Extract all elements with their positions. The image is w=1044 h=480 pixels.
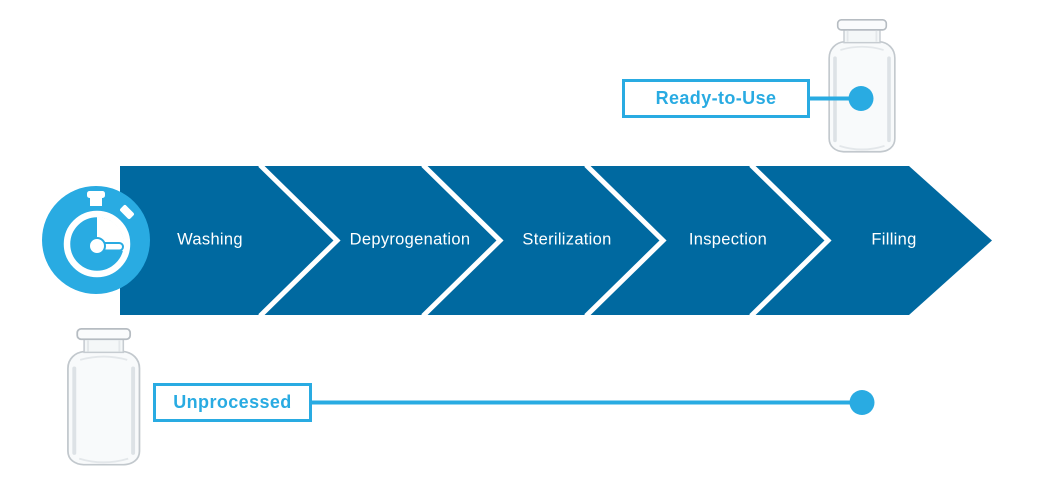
stage-label-filling: Filling — [871, 230, 917, 249]
stage-label-sterilization: Sterilization — [522, 230, 612, 249]
ready-to-use-vial-image — [827, 18, 897, 154]
process-arrow-banner — [120, 166, 992, 315]
unprocessed-label-box: Unprocessed — [153, 383, 312, 422]
chevron-divider-1 — [258, 163, 341, 318]
unprocessed-dot — [849, 390, 875, 415]
chevron-divider-2 — [421, 163, 504, 318]
stage-label-depyrogenation: Depyrogenation — [349, 230, 471, 249]
stopwatch-badge — [42, 186, 150, 294]
ready-to-use-label: Ready-to-Use — [655, 88, 777, 108]
unprocessed-vial-image — [65, 326, 142, 467]
stage-label-washing: Washing — [177, 230, 243, 249]
stopwatch-icon — [63, 191, 134, 278]
chevron-divider-4 — [749, 163, 832, 318]
ready-to-use-dot — [848, 86, 874, 111]
ready-to-use-label-box: Ready-to-Use — [622, 79, 810, 118]
unprocessed-label: Unprocessed — [173, 392, 292, 412]
stage-label-inspection: Inspection — [688, 230, 768, 249]
chevron-divider-3 — [584, 163, 667, 318]
